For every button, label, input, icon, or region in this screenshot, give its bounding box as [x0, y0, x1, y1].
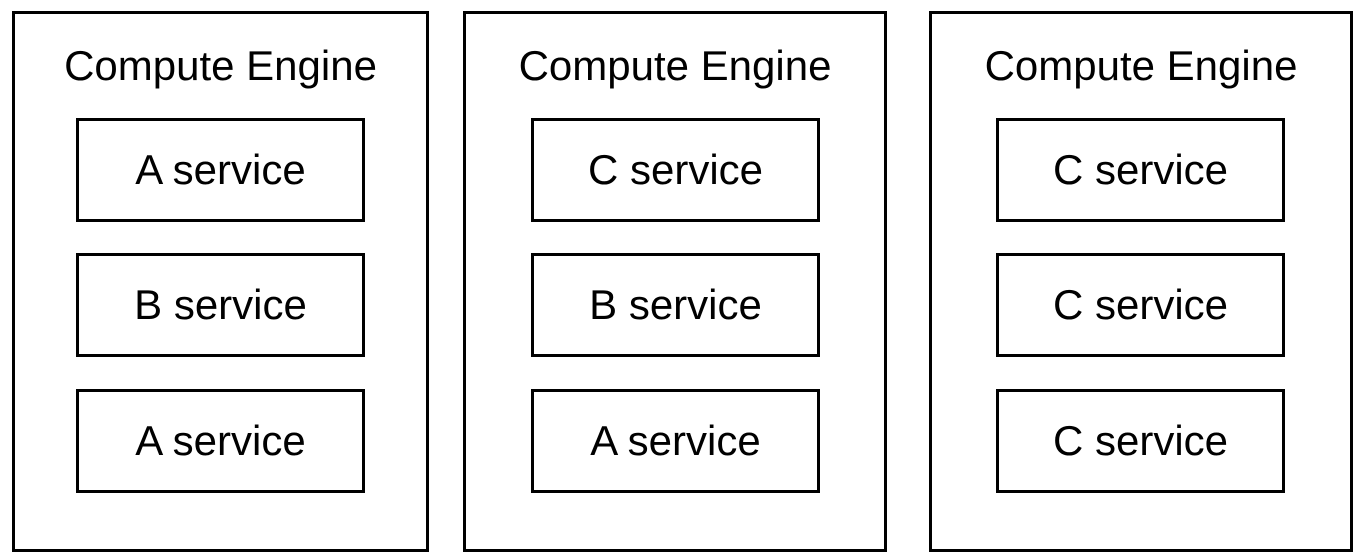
- service-box: B service: [531, 253, 820, 357]
- service-label: C service: [1052, 417, 1229, 464]
- service-label: C service: [1052, 281, 1229, 328]
- compute-engine-title: Compute Engine: [64, 42, 377, 89]
- service-label: B service: [589, 281, 762, 328]
- compute-engine-box: Compute Engine C service C service C ser…: [929, 11, 1353, 552]
- service-label: B service: [134, 281, 307, 328]
- service-label: A service: [135, 417, 306, 464]
- compute-engine-box: Compute Engine A service B service A ser…: [12, 11, 429, 552]
- service-box: C service: [996, 253, 1285, 357]
- service-label: A service: [135, 146, 306, 193]
- service-box: B service: [76, 253, 365, 357]
- service-label: C service: [587, 146, 764, 193]
- service-box: C service: [531, 118, 820, 222]
- service-box: A service: [76, 389, 365, 493]
- service-box: A service: [531, 389, 820, 493]
- service-box: C service: [996, 118, 1285, 222]
- service-label: A service: [590, 417, 761, 464]
- service-label: C service: [1052, 146, 1229, 193]
- compute-engine-title: Compute Engine: [518, 42, 832, 89]
- service-box: C service: [996, 389, 1285, 493]
- compute-engine-title: Compute Engine: [984, 42, 1298, 89]
- service-box: A service: [76, 118, 365, 222]
- compute-engine-box: Compute Engine C service B service A ser…: [463, 11, 887, 552]
